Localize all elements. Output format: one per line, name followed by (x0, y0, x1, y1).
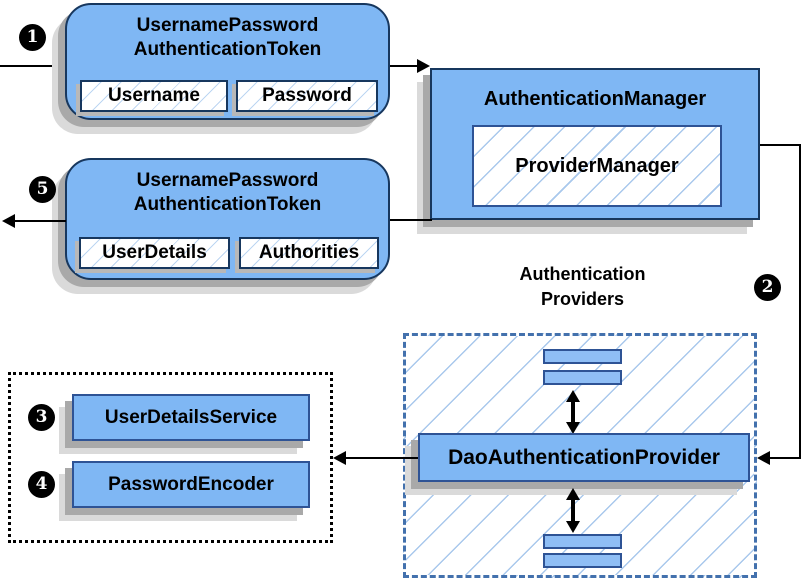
provider-link-arrow-up-icon (566, 488, 580, 500)
manager-to-provider-line-bottom (769, 457, 801, 459)
password-field-box: Password (236, 80, 378, 112)
response-token-box: UsernamePassword AuthenticationToken Use… (65, 158, 390, 280)
services-container (8, 372, 333, 543)
manager-to-response-line (390, 219, 432, 221)
dao-authentication-provider-box: DaoAuthenticationProvider (418, 433, 750, 482)
provider-link-arrow-down-icon (566, 422, 580, 434)
request-token-title-line1: UsernamePassword (136, 15, 319, 36)
dao-to-services-arrowhead-icon (333, 451, 346, 465)
request-token-title: UsernamePassword AuthenticationToken (67, 5, 388, 62)
provider-link-arrow-down-icon (566, 521, 580, 533)
username-field-box: Username (80, 80, 228, 112)
authentication-providers-label: Authentication Providers (470, 262, 695, 312)
request-token-box: UsernamePassword AuthenticationToken Use… (65, 3, 390, 120)
incoming-request-line (0, 65, 66, 67)
provider-stack-bar-icon (543, 370, 622, 385)
manager-to-provider-line-top (760, 144, 801, 146)
step-1-badge: 1 (19, 24, 46, 51)
authentication-providers-label-line1: Authentication (519, 264, 646, 284)
manager-to-provider-arrowhead-icon (757, 451, 770, 465)
password-encoder-box: PasswordEncoder (72, 461, 310, 508)
request-token-title-line2: AuthenticationToken (133, 39, 322, 60)
authorities-field-box: Authorities (239, 237, 379, 269)
step-3-badge: 3 (28, 404, 55, 431)
userdetails-field-box: UserDetails (79, 237, 230, 269)
response-out-line (13, 220, 66, 222)
response-token-title-line2: AuthenticationToken (133, 194, 322, 215)
manager-to-provider-line-vertical (799, 144, 801, 459)
response-token-title: UsernamePassword AuthenticationToken (67, 160, 388, 217)
provider-link-line (571, 499, 575, 523)
step-2-badge: 2 (754, 274, 781, 301)
authentication-manager-title: AuthenticationManager (483, 88, 707, 110)
authentication-manager-box: AuthenticationManager ProviderManager (430, 68, 760, 220)
step-5-badge: 5 (29, 176, 56, 203)
response-token-title-line1: UsernamePassword (136, 170, 319, 191)
response-out-arrowhead-icon (2, 214, 15, 228)
provider-stack-bar-icon (543, 349, 622, 364)
request-to-manager-arrowhead-icon (417, 59, 430, 73)
dao-to-services-line (344, 457, 418, 459)
authentication-providers-label-line2: Providers (540, 289, 625, 309)
step-4-badge: 4 (28, 471, 55, 498)
provider-link-arrow-up-icon (566, 390, 580, 402)
provider-stack-bar-icon (543, 534, 622, 549)
provider-stack-bar-icon (543, 553, 622, 568)
provider-manager-box: ProviderManager (472, 125, 722, 207)
provider-link-line (571, 400, 575, 424)
user-details-service-box: UserDetailsService (72, 394, 310, 441)
request-to-manager-line (390, 65, 418, 67)
